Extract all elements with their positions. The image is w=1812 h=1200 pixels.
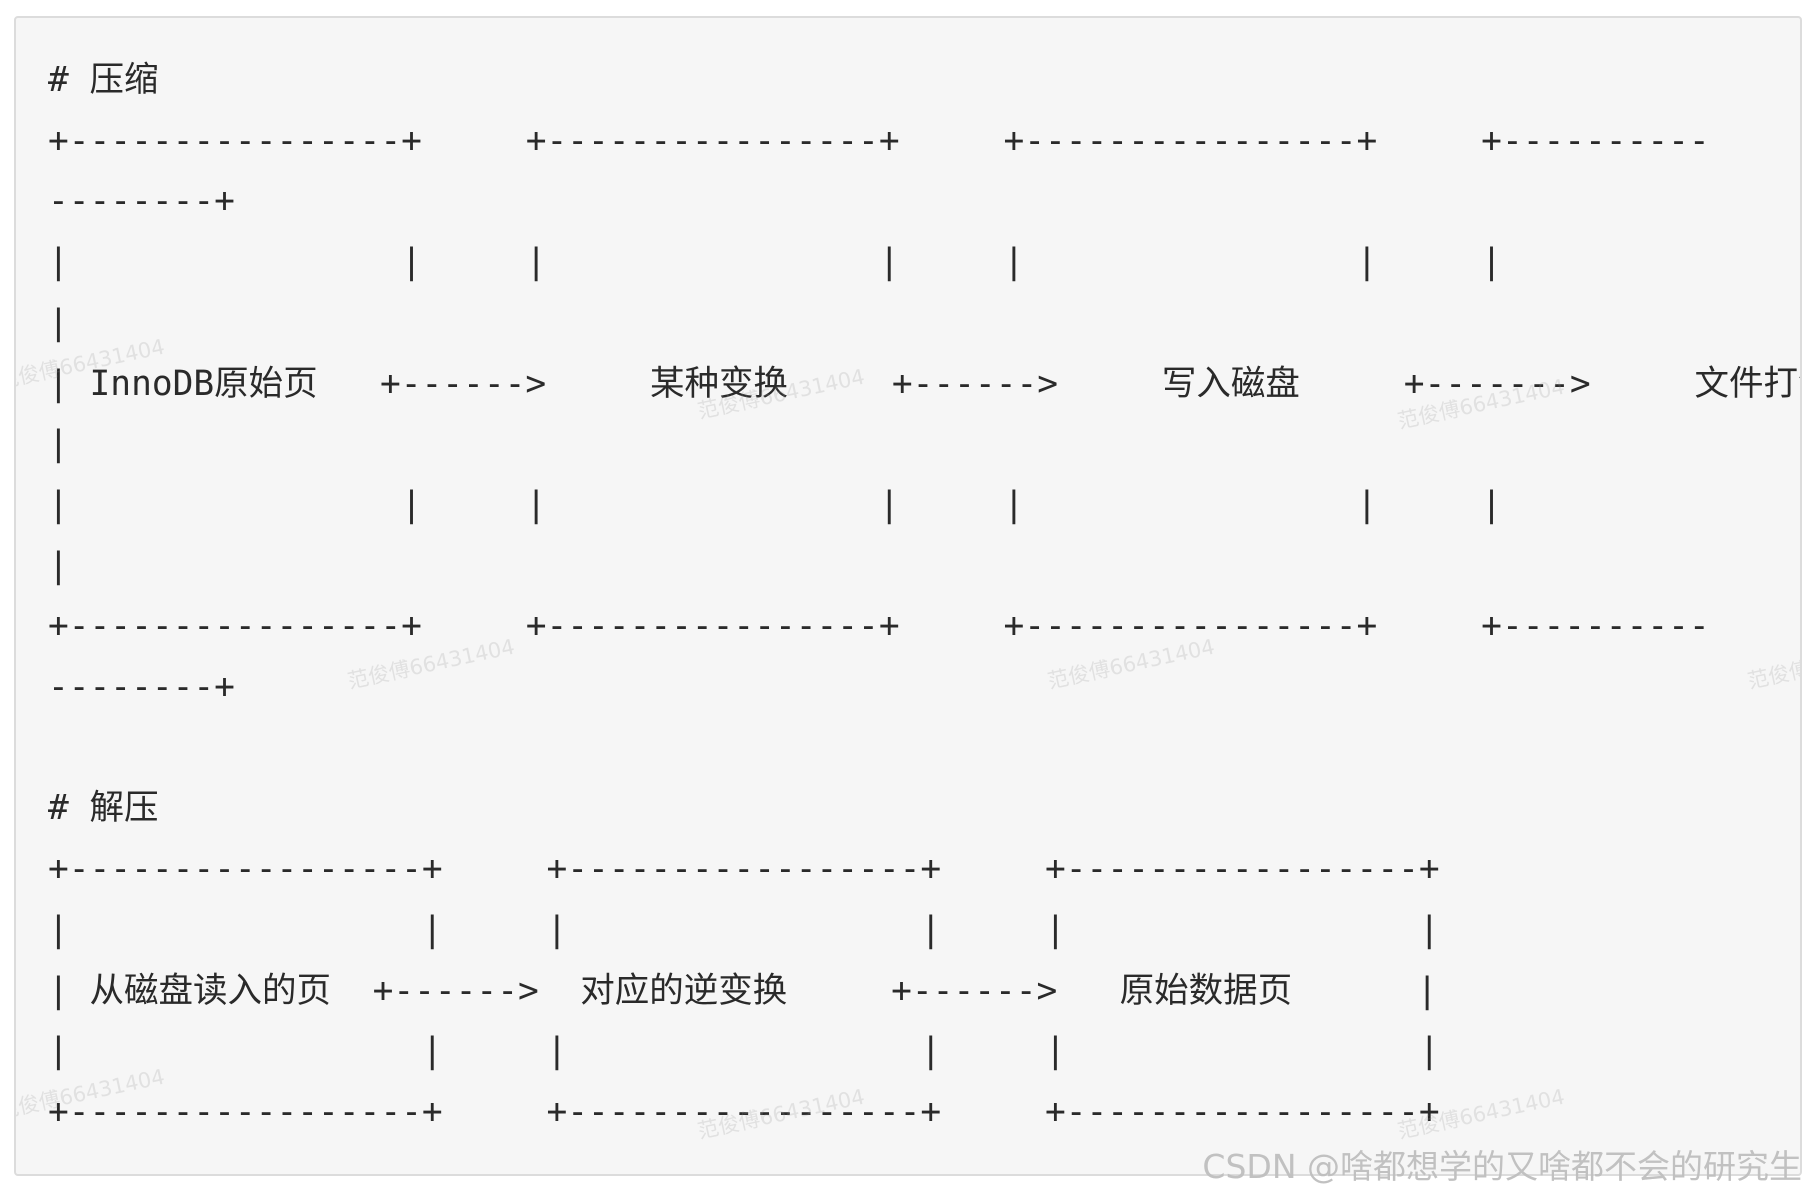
code-line: # 解压 xyxy=(48,788,159,829)
code-line: +-----------------+ +-----------------+ … xyxy=(48,1091,1440,1132)
code-line: # 压缩 xyxy=(48,60,159,100)
ascii-diagram-code: # 压缩 +----------------+ +---------------… xyxy=(48,50,1802,1143)
code-line: | xyxy=(48,545,69,586)
code-block: # 压缩 +----------------+ +---------------… xyxy=(14,16,1802,1176)
csdn-footer-watermark: CSDN @啥都想学的又啥都不会的研究生 xyxy=(1202,1147,1802,1186)
code-line: +-----------------+ +-----------------+ … xyxy=(48,849,1440,890)
code-line: +----------------+ +----------------+ +-… xyxy=(48,606,1710,647)
code-line: --------+ xyxy=(48,181,235,222)
code-line: | | | | | | | xyxy=(48,242,1502,283)
code-line: +----------------+ +----------------+ +-… xyxy=(48,120,1710,161)
code-line: --------+ xyxy=(48,667,235,708)
code-line: | | | | | | | xyxy=(48,484,1502,525)
code-line: | xyxy=(48,424,69,465)
code-line: | InnoDB原始页 +------> 某种变换 +------> 写入磁盘 … xyxy=(48,363,1802,404)
code-line: | | | | | | xyxy=(48,909,1440,950)
code-line: | 从磁盘读入的页 +------> 对应的逆变换 +------> 原始数据页… xyxy=(48,970,1438,1011)
code-line: | | | | | | xyxy=(48,1031,1440,1072)
code-line: | xyxy=(48,302,69,343)
